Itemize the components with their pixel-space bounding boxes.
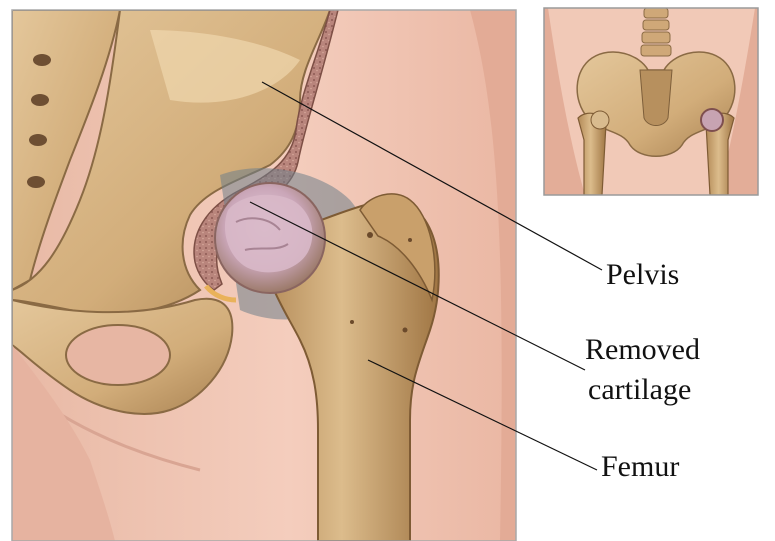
removed-cartilage-label-line1: Removed: [585, 334, 700, 366]
main-illustration: [12, 10, 516, 541]
femur-label: Femur: [601, 451, 679, 483]
obturator-foramen: [66, 325, 170, 385]
inset-overview: [544, 8, 758, 195]
removed-cartilage-label-line2: cartilage: [588, 374, 691, 406]
inset-affected-joint: [701, 109, 723, 131]
pelvis-label: Pelvis: [606, 259, 679, 291]
inset-spine: [641, 8, 671, 56]
